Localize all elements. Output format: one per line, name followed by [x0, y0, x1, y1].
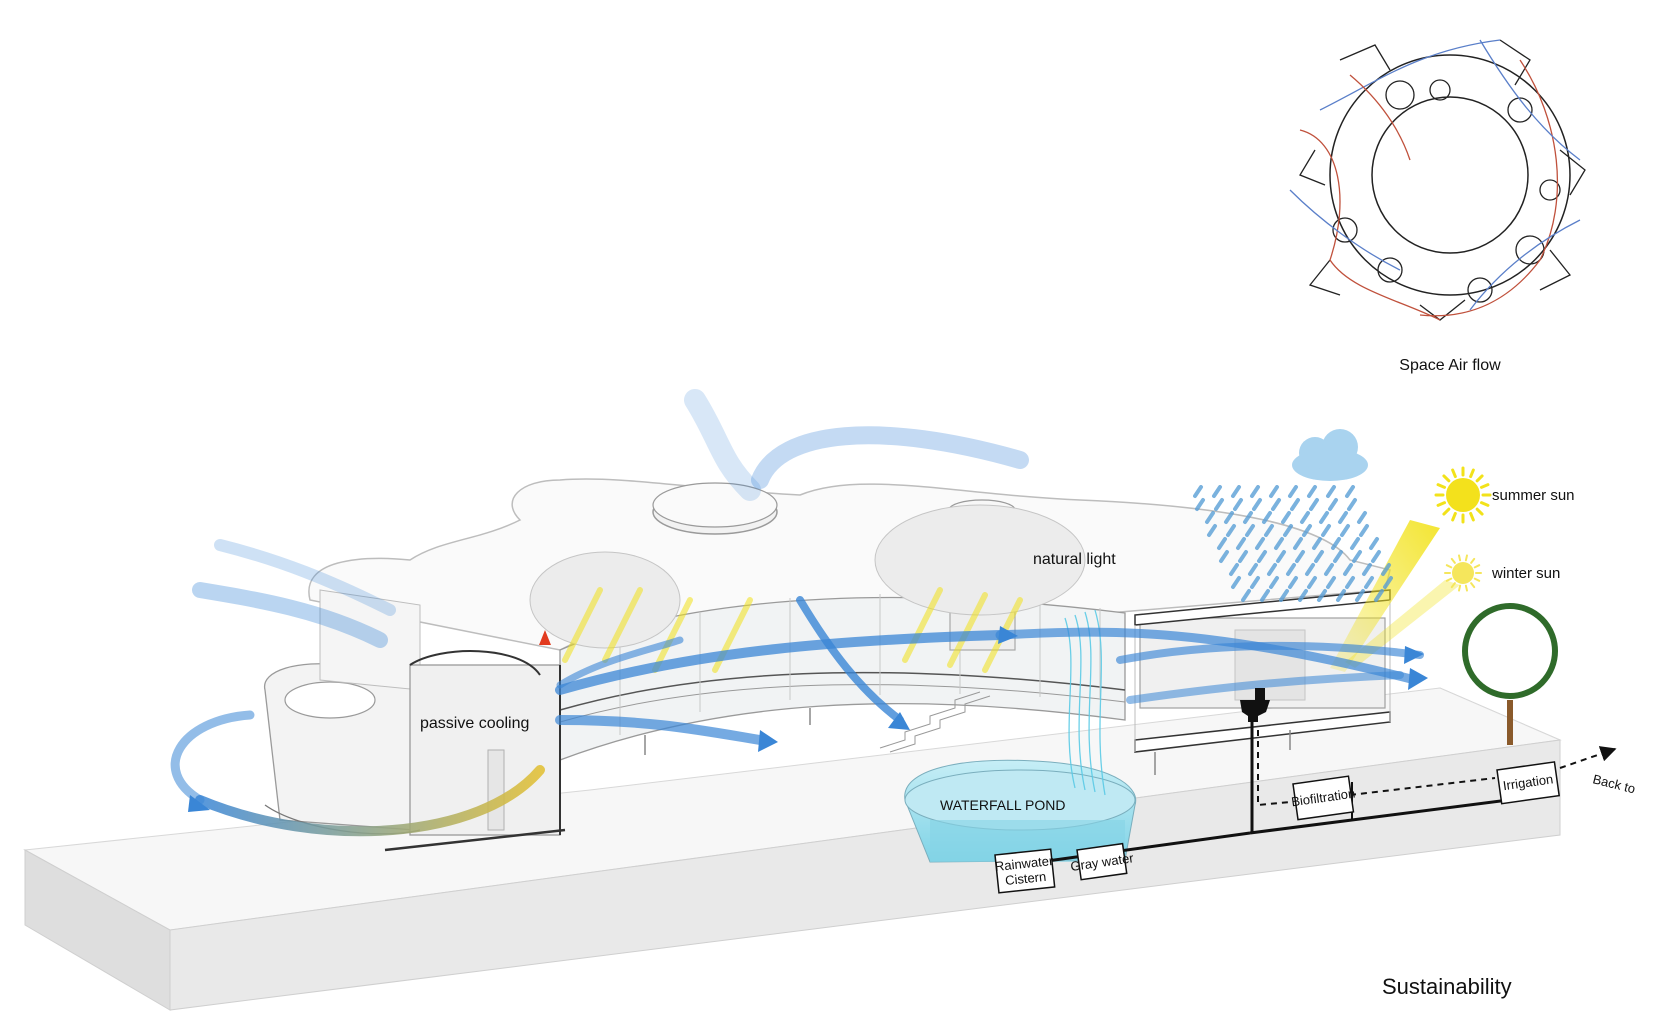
sun-icon — [1434, 466, 1492, 524]
sun-icon — [1444, 554, 1482, 592]
back-to-label: Back to — [1591, 771, 1637, 796]
cloud-icon — [1292, 429, 1368, 481]
biofiltration-box: Biofiltration — [1290, 775, 1356, 821]
winter-sun-label: winter sun — [1491, 565, 1560, 582]
space-air-flow-inset: Space Air flow — [1289, 39, 1586, 374]
svg-text:Irrigation: Irrigation — [1502, 771, 1554, 793]
summer-sun-beam — [1330, 520, 1440, 672]
irrigation-box: Irrigation — [1496, 761, 1561, 805]
winter-sun-beam — [1345, 580, 1460, 668]
tree-icon — [1462, 603, 1558, 745]
summer-sun-label: summer sun — [1492, 487, 1575, 504]
waterfall-pond-label: WATERFALL POND — [940, 797, 1066, 813]
toilet-icon — [1240, 688, 1270, 722]
water-system: Rainwater Cistern Gray water Biofiltrati… — [994, 722, 1637, 894]
rain-icon — [1193, 485, 1393, 602]
passive-cooling-label: passive cooling — [420, 715, 529, 732]
air-flow-arrows — [170, 389, 1424, 837]
stair — [879, 691, 991, 753]
page-title: Sustainability — [1382, 974, 1512, 999]
air-flow-arrowheads — [188, 626, 1428, 812]
rainwater-cistern-box: Rainwater Cistern — [994, 848, 1056, 894]
svg-text:Cistern: Cistern — [1004, 869, 1047, 888]
svg-text:Rainwater: Rainwater — [994, 853, 1054, 874]
gray-water-box: Gray water — [1069, 842, 1135, 881]
space-air-flow-caption: Space Air flow — [1399, 357, 1501, 374]
ground-slab — [23, 687, 1562, 1011]
natural-light-label: natural light — [1033, 551, 1116, 568]
